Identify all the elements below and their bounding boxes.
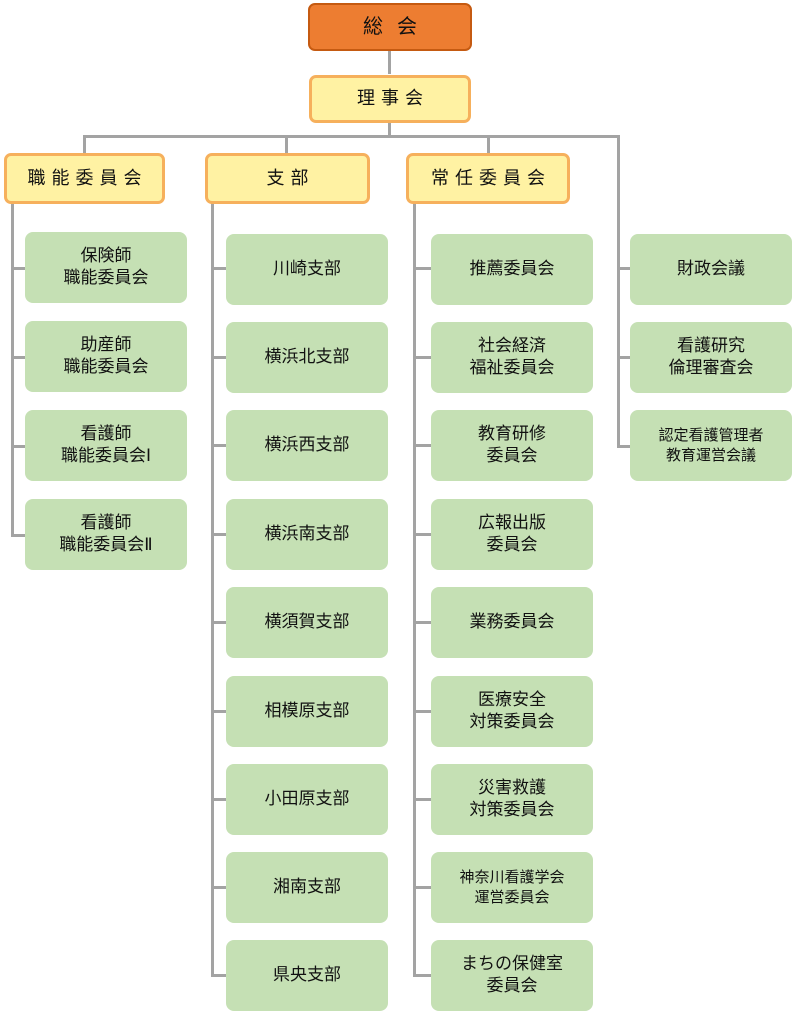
connector-standing-tick <box>413 974 431 977</box>
standing-committee-item: 社会経済 福祉委員会 <box>431 322 593 393</box>
standing-committee-header: 常任委員会 <box>406 153 570 204</box>
connector-assembly-board <box>388 50 391 74</box>
connector-branch-tick <box>211 267 226 270</box>
connector-drop-standing <box>487 135 490 155</box>
connector-branch-tick <box>211 798 226 801</box>
connector-branch-tick <box>211 886 226 889</box>
connector-standing-tick <box>413 444 431 447</box>
connector-branch-tick <box>211 710 226 713</box>
connector-standing-vertical <box>413 203 416 977</box>
direct-body-item: 認定看護管理者 教育運営会議 <box>630 410 792 481</box>
branch-item: 県央支部 <box>226 940 388 1011</box>
connector-drop-committee <box>83 135 86 155</box>
connector-drop-branch <box>285 135 288 155</box>
branch-item: 横須賀支部 <box>226 587 388 658</box>
connector-board-trunk <box>388 122 391 137</box>
occupational-committee-item: 看護師 職能委員会Ⅱ <box>25 499 187 570</box>
connector-committee-tick <box>11 534 25 537</box>
branch-header: 支部 <box>205 153 370 204</box>
branch-item: 川崎支部 <box>226 234 388 305</box>
standing-committee-item: 推薦委員会 <box>431 234 593 305</box>
connector-standing-tick <box>413 886 431 889</box>
connector-committee-tick <box>11 445 25 448</box>
connector-branch-tick <box>211 621 226 624</box>
connector-direct-tick <box>617 267 630 270</box>
standing-committee-item: 広報出版 委員会 <box>431 499 593 570</box>
general-assembly-box: 総会 <box>308 3 472 51</box>
branch-item: 横浜北支部 <box>226 322 388 393</box>
connector-direct-tick <box>617 445 630 448</box>
connector-branch-tick <box>211 974 226 977</box>
standing-committee-item: 神奈川看護学会 運営委員会 <box>431 852 593 923</box>
connector-branch-tick <box>211 356 226 359</box>
connector-direct-vertical <box>617 135 620 448</box>
connector-standing-tick <box>413 356 431 359</box>
connector-standing-tick <box>413 533 431 536</box>
occupational-committee-item: 保険師 職能委員会 <box>25 232 187 303</box>
branch-item: 湘南支部 <box>226 852 388 923</box>
standing-committee-item: 教育研修 委員会 <box>431 410 593 481</box>
connector-branch-vertical <box>211 203 214 977</box>
occupational-committee-item: 看護師 職能委員会Ⅰ <box>25 410 187 481</box>
occupational-committee-item: 助産師 職能委員会 <box>25 321 187 392</box>
connector-branch-tick <box>211 533 226 536</box>
connector-horizontal-bus <box>83 135 620 138</box>
standing-committee-item: まちの保健室 委員会 <box>431 940 593 1011</box>
direct-body-item: 看護研究 倫理審査会 <box>630 322 792 393</box>
standing-committee-item: 業務委員会 <box>431 587 593 658</box>
branch-item: 相模原支部 <box>226 676 388 747</box>
connector-committee-vertical <box>11 203 14 537</box>
connector-committee-tick <box>11 356 25 359</box>
branch-item: 横浜南支部 <box>226 499 388 570</box>
direct-body-item: 財政会議 <box>630 234 792 305</box>
connector-standing-tick <box>413 621 431 624</box>
standing-committee-item: 災害救護 対策委員会 <box>431 764 593 835</box>
standing-committee-item: 医療安全 対策委員会 <box>431 676 593 747</box>
board-box: 理事会 <box>309 75 471 123</box>
occupational-committee-header: 職能委員会 <box>4 153 165 204</box>
connector-standing-tick <box>413 710 431 713</box>
connector-branch-tick <box>211 444 226 447</box>
branch-item: 小田原支部 <box>226 764 388 835</box>
connector-direct-tick <box>617 356 630 359</box>
connector-standing-tick <box>413 267 431 270</box>
branch-item: 横浜西支部 <box>226 410 388 481</box>
connector-standing-tick <box>413 798 431 801</box>
connector-committee-tick <box>11 267 25 270</box>
